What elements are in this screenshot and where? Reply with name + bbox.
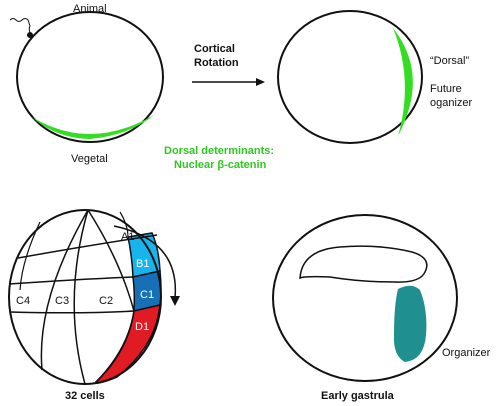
determinants-line1: Dorsal determinants:	[164, 145, 274, 157]
determinants-line2: Nuclear β-catenin	[174, 159, 267, 171]
embryo-32-cells: A1 B1 C1 D1 C2 C3 C4 32 cells	[8, 209, 180, 402]
organizer-label: Organizer	[442, 347, 491, 359]
cell-label-c2: C2	[99, 295, 113, 307]
future-organizer-crescent	[393, 28, 413, 136]
gastrula-outline	[272, 214, 458, 382]
early-gastrula: Organizer Early gastrula	[272, 214, 491, 402]
future-label-line2: oganizer	[430, 97, 473, 109]
vegetal-label: Vegetal	[71, 153, 108, 165]
sperm-tail	[9, 18, 32, 35]
dorsal-label: “Dorsal”	[430, 55, 469, 67]
caption-early-gastrula: Early gastrula	[321, 390, 395, 402]
cell-label-c4: C4	[16, 295, 30, 307]
cell-label-a1: A1	[121, 231, 134, 243]
egg-outline-2	[277, 10, 423, 144]
organizer-region	[393, 285, 427, 362]
sperm-head	[27, 32, 33, 38]
cell-label-c3: C3	[55, 295, 69, 307]
future-label-line1: Future	[430, 83, 462, 95]
rotation-label-line1: Cortical	[194, 43, 235, 55]
animal-label: Animal	[73, 3, 107, 15]
rotation-label-line2: Rotation	[194, 57, 239, 69]
cell-label-d1: D1	[135, 321, 149, 333]
cell-label-b1: B1	[136, 258, 149, 270]
egg-before-rotation: Animal Vegetal	[9, 3, 164, 165]
cell-label-c1: C1	[140, 289, 154, 301]
cortical-rotation-arrow: Cortical Rotation	[192, 43, 265, 86]
vegetal-dorsal-determinants	[32, 115, 154, 139]
egg-outline	[16, 11, 164, 143]
caption-32-cells: 32 cells	[65, 390, 105, 402]
egg-after-rotation: “Dorsal” Future oganizer	[277, 10, 473, 144]
blastocoel	[299, 245, 428, 283]
rotation-arc-arrow	[113, 225, 177, 299]
